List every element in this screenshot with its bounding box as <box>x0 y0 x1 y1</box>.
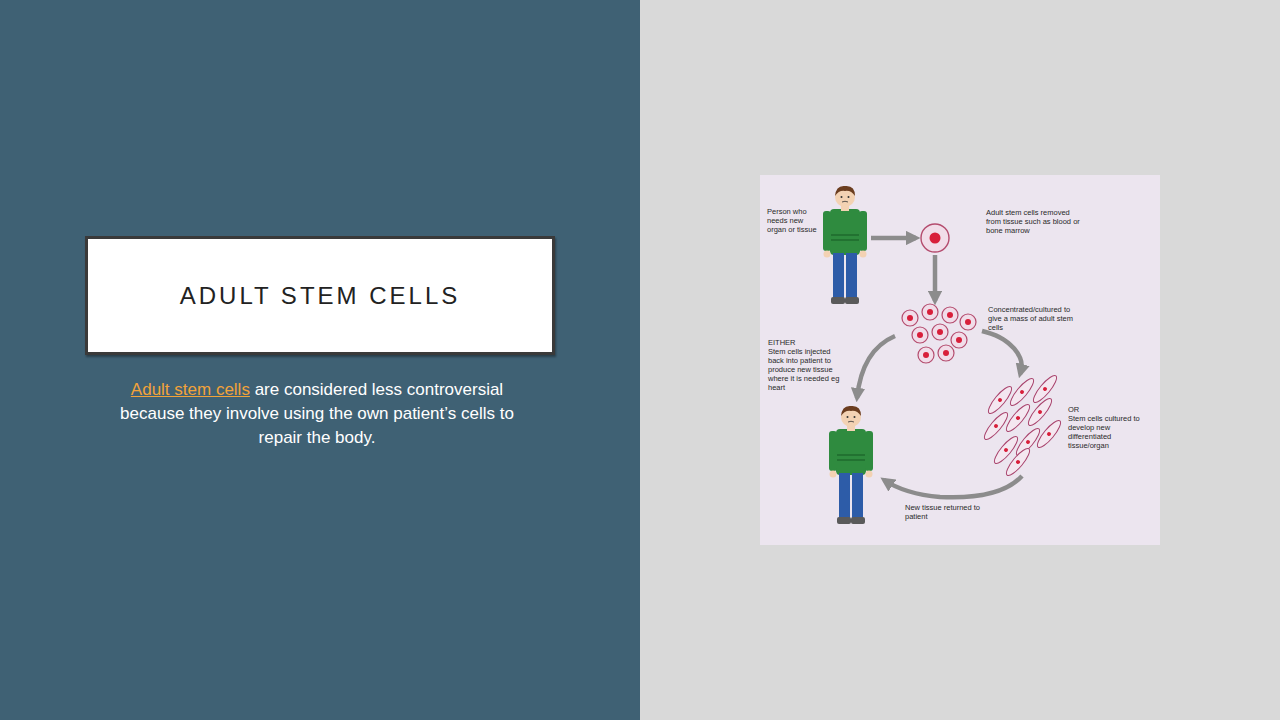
left-panel <box>0 0 640 720</box>
stem-cell-mass <box>902 304 976 363</box>
title-box: ADULT STEM CELLS <box>85 236 555 355</box>
figure-background <box>760 175 1160 545</box>
differentiated-tissue <box>981 373 1064 478</box>
single-stem-cell <box>921 224 949 252</box>
injection-arrow <box>857 336 895 398</box>
process-arrow <box>871 236 916 241</box>
diagram-note: EITHER <box>768 338 848 347</box>
figure-node: Person who needs new organ or tissue <box>823 185 867 305</box>
step-caption: Person who needs new organ or tissue <box>767 207 820 234</box>
diagram-note: New tissue returned to patient <box>905 503 995 521</box>
link-term: Adult stem cells <box>131 380 250 399</box>
figure-node: Concentrated/cultured to give a mass of … <box>898 303 980 367</box>
step-caption: Concentrated/cultured to give a mass of … <box>988 305 1074 332</box>
body-paragraph: Adult stem cellsare considered less cont… <box>117 378 517 450</box>
step-caption: Adult stem cells removed from tissue suc… <box>986 208 1086 235</box>
process-arrow <box>933 255 938 301</box>
step-caption: Stem cells cultured to develop new diffe… <box>1068 414 1148 450</box>
diagram-note: Stem cells injected back into patient to… <box>768 347 848 392</box>
step-caption: OR <box>1068 405 1148 414</box>
figure-node: ORStem cells cultured to develop new dif… <box>985 378 1063 472</box>
slide-title: ADULT STEM CELLS <box>180 282 461 310</box>
return-arrow <box>884 476 1022 497</box>
patient-figure <box>823 186 867 304</box>
process-arrow <box>982 331 1022 374</box>
patient-figure <box>829 406 873 524</box>
figure-node: Adult stem cells removed from tissue suc… <box>920 223 950 253</box>
